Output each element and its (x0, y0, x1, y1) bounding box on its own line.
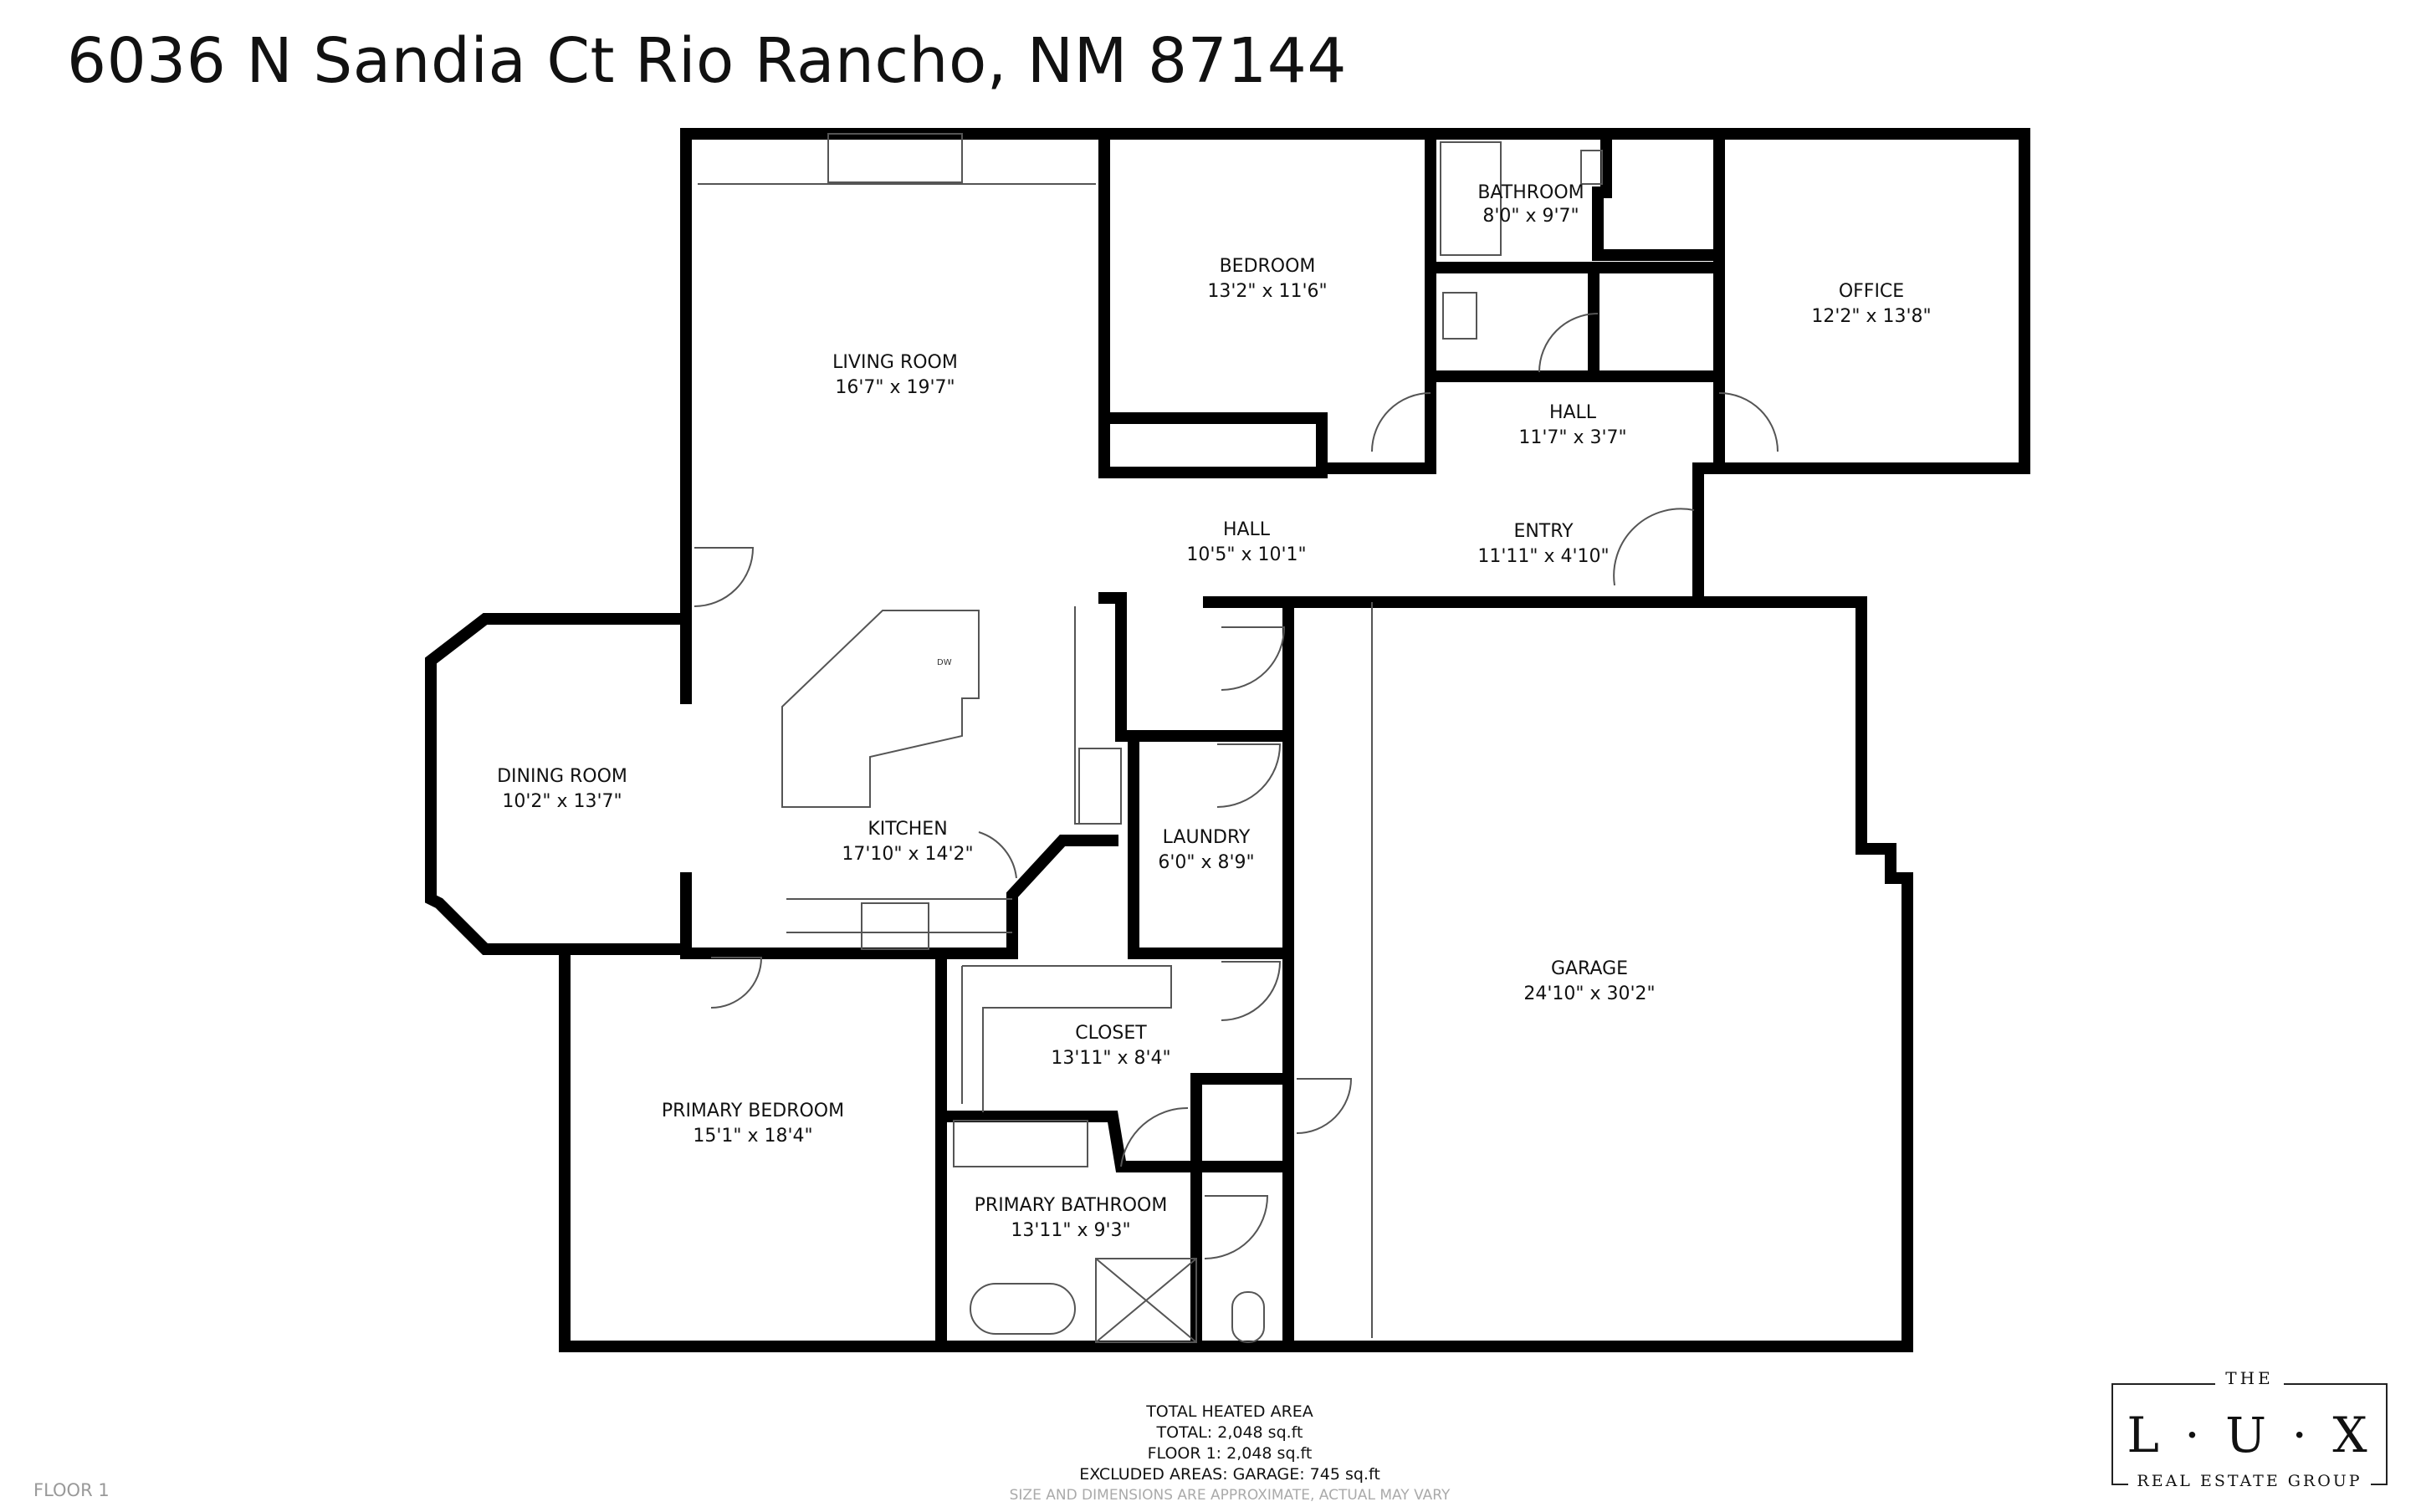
room-dimension: 10'5" x 10'1" (1186, 544, 1306, 565)
room-dimension: 16'7" x 19'7" (835, 377, 955, 398)
room-label: PRIMARY BEDROOM (662, 1101, 844, 1121)
room-label: HALL (1549, 402, 1597, 423)
total-area: TOTAL: 2,048 sq.ft (1156, 1423, 1303, 1442)
lux-logo: THE L · U · X REAL ESTATE GROUP (2111, 1368, 2389, 1492)
logo-the: THE (2111, 1368, 2388, 1388)
room-label: OFFICE (1839, 281, 1904, 302)
room-label: GARAGE (1551, 958, 1628, 979)
logo-name: L · U · X (2127, 1407, 2372, 1463)
thin-lines (698, 133, 1603, 1343)
page-title: 6036 N Sandia Ct Rio Rancho, NM 87144 (67, 25, 1347, 97)
room-dimension: 12'2" x 13'8" (1811, 306, 1931, 327)
dishwasher-label: DW (937, 658, 952, 667)
floor1-area: FLOOR 1: 2,048 sq.ft (1147, 1444, 1313, 1463)
disclaimer: SIZE AND DIMENSIONS ARE APPROXIMATE, ACT… (1009, 1487, 1451, 1504)
room-dimension: 17'10" x 14'2" (842, 844, 973, 865)
room-label: CLOSET (1075, 1023, 1147, 1044)
room-dimension: 13'2" x 11'6" (1207, 281, 1327, 302)
excluded-area: EXCLUDED AREAS: GARAGE: 745 sq.ft (1079, 1465, 1380, 1484)
room-dimension: 11'11" x 4'10" (1477, 546, 1609, 567)
room-label: LIVING ROOM (832, 352, 958, 373)
room-label: HALL (1223, 519, 1271, 540)
room-labels: LIVING ROOM 16'7" x 19'7" BEDROOM 13'2" … (497, 182, 1932, 1241)
walls (425, 128, 2030, 1352)
room-dimension: 24'10" x 30'2" (1523, 983, 1655, 1004)
room-label: LAUNDRY (1163, 827, 1251, 848)
room-dimension: 11'7" x 3'7" (1518, 427, 1626, 448)
room-label: PRIMARY BATHROOM (975, 1195, 1168, 1216)
logo-group: REAL ESTATE GROUP (2111, 1472, 2388, 1490)
room-dimension: 13'11" x 8'4" (1051, 1048, 1170, 1069)
room-label: ENTRY (1513, 521, 1574, 542)
room-dimension: 6'0" x 8'9" (1158, 852, 1254, 873)
room-label: DINING ROOM (497, 766, 627, 787)
room-label: BEDROOM (1220, 256, 1316, 277)
room-dimension: 13'11" x 9'3" (1011, 1220, 1130, 1241)
total-heading: TOTAL HEATED AREA (1146, 1402, 1313, 1421)
room-label: BATHROOM (1477, 182, 1584, 203)
floor-label: FLOOR 1 (33, 1480, 110, 1500)
door-swings (694, 313, 1779, 1259)
room-dimension: 10'2" x 13'7" (502, 791, 622, 812)
room-dimension: 8'0" x 9'7" (1482, 206, 1579, 227)
room-label: KITCHEN (868, 819, 947, 840)
room-dimension: 15'1" x 18'4" (693, 1126, 812, 1147)
area-summary: TOTAL HEATED AREA TOTAL: 2,048 sq.ft FLO… (979, 1402, 1481, 1506)
